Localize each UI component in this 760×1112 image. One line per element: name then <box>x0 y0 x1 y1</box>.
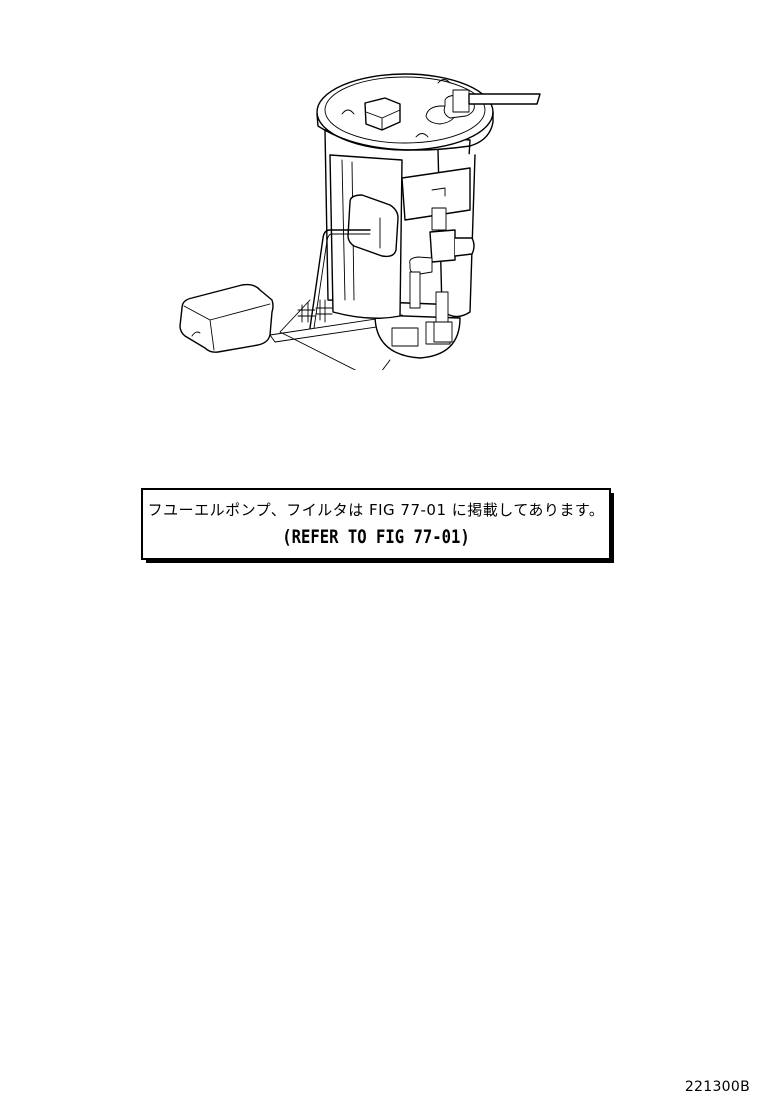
notice-english-text: (REFER TO FIG 77-01) <box>282 526 470 548</box>
filter-ring-left <box>391 327 419 347</box>
float-arm-inner <box>313 233 371 329</box>
float <box>179 283 274 353</box>
float-notch <box>191 331 201 337</box>
connector-block <box>347 194 399 258</box>
lower-coupler <box>433 321 453 343</box>
flange-notch <box>437 79 451 84</box>
outlet-hose <box>468 93 541 105</box>
flange-notch <box>415 133 429 138</box>
outlet-elbow <box>452 89 470 113</box>
float-front-edge <box>209 319 215 351</box>
regulator-pipe <box>431 207 447 231</box>
regulator-outlet <box>454 237 475 257</box>
return-pipe <box>409 271 421 309</box>
float-arm <box>309 229 371 329</box>
flange-rim <box>316 111 494 151</box>
regulator-body <box>429 229 456 263</box>
body-band <box>401 167 471 221</box>
lower-pipe <box>435 291 449 325</box>
hatch-marks <box>297 299 333 323</box>
side-fitting <box>409 256 433 275</box>
fuel-pump-drawing <box>179 73 541 370</box>
refer-notice-box: フユーエルポンプ、フイルタは FIG 77-01 に掲載してあります。 (REF… <box>141 488 611 560</box>
flange-inner-ring <box>324 76 486 144</box>
fuel-pump-illustration <box>170 60 550 370</box>
figure-code: 221300B <box>684 1079 750 1095</box>
top-connector <box>364 97 401 131</box>
bracket-frame <box>279 299 391 370</box>
notice-japanese-text: フユーエルポンプ、フイルタは FIG 77-01 に掲載してあります。 <box>147 501 605 519</box>
band-clip <box>431 187 446 197</box>
top-connector-edges <box>365 109 401 131</box>
flange-notch <box>341 109 355 115</box>
